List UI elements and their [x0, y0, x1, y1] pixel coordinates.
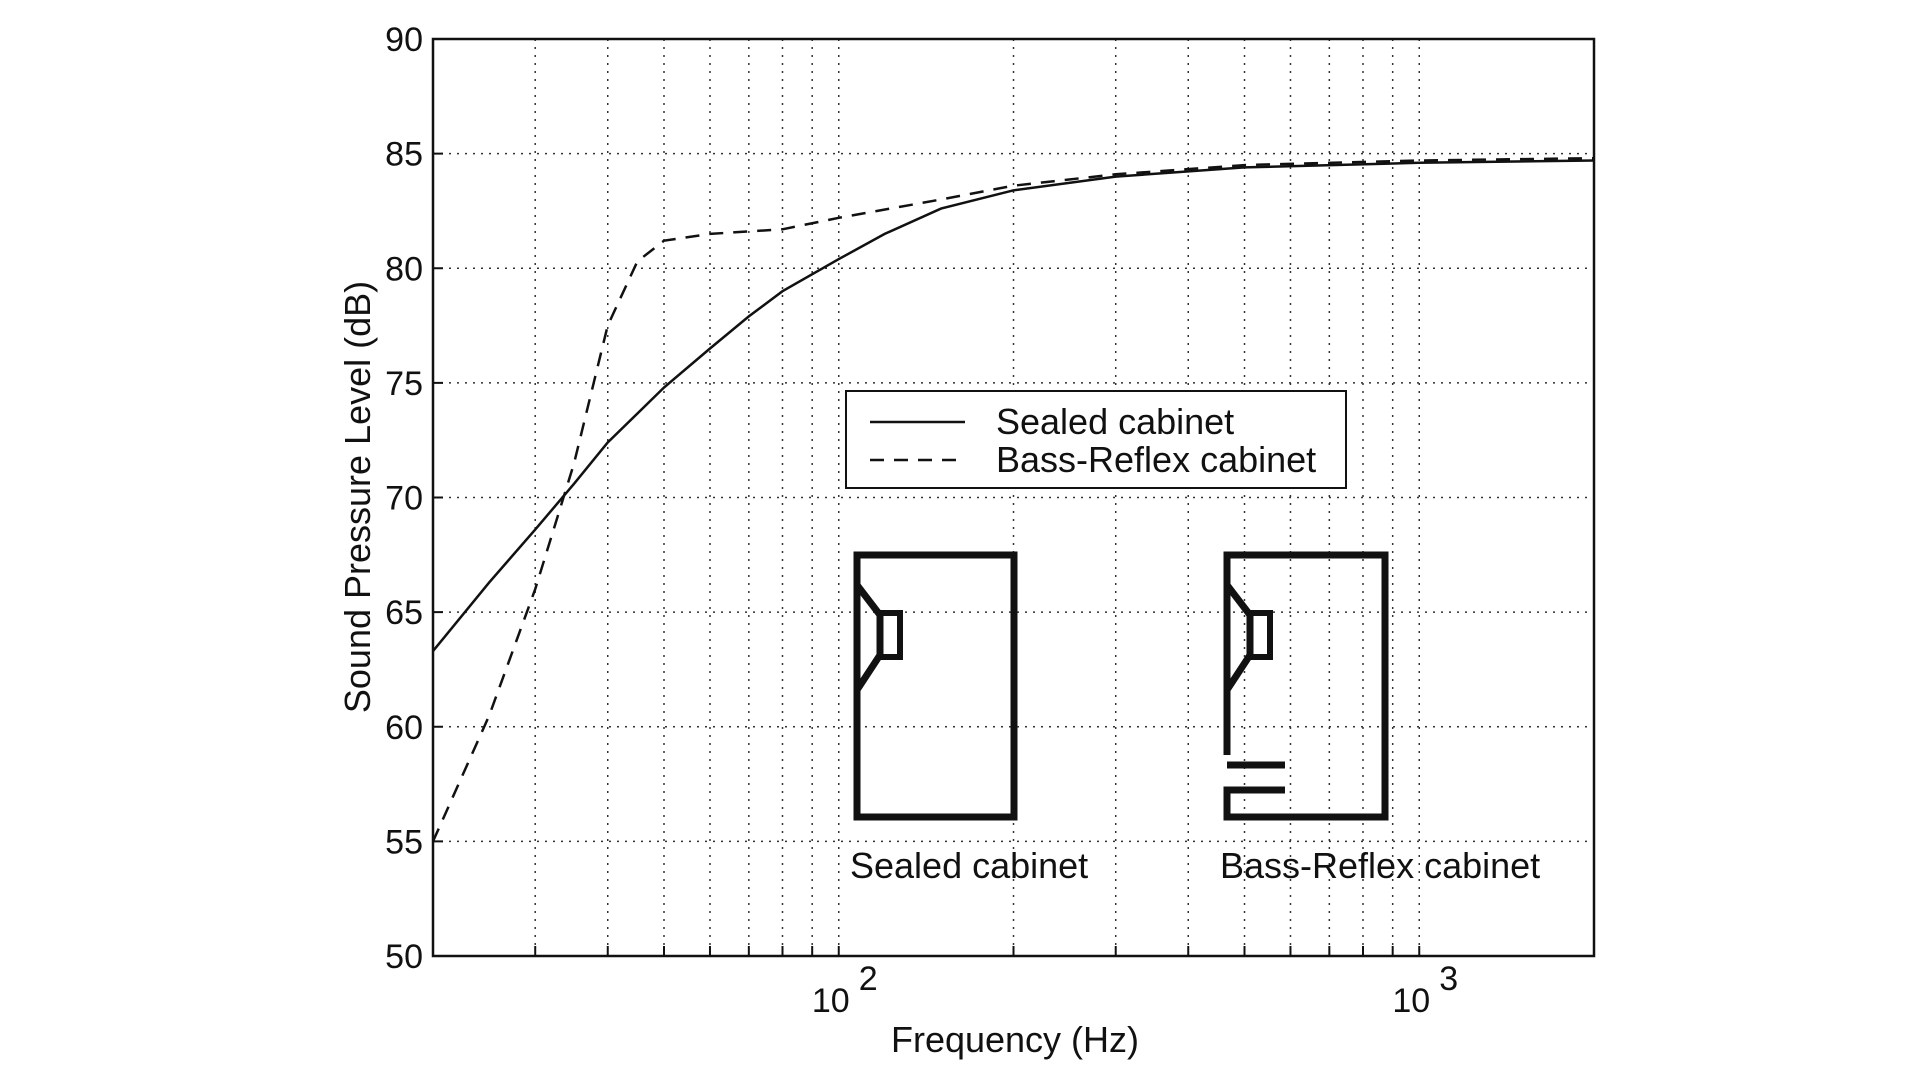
x-tick-label: 10	[1392, 982, 1430, 1020]
y-tick-label: 55	[385, 823, 423, 861]
y-tick-labels: 50 55 60 65 70 75 80 85 90	[385, 21, 423, 976]
y-tick-label: 90	[385, 21, 423, 59]
legend-box	[845, 390, 1347, 489]
y-tick-label: 50	[385, 938, 423, 976]
legend-label-bass-reflex: Bass-Reflex cabinet	[996, 439, 1316, 480]
legend-label-sealed: Sealed cabinet	[996, 401, 1234, 442]
curves	[431, 156, 1595, 842]
plot-frame	[431, 37, 1596, 958]
sealed-cabinet-drawing	[853, 551, 1018, 821]
y-tick-label: 85	[385, 136, 423, 174]
y-tick-label: 70	[385, 480, 423, 518]
sealed-cabinet-caption: Sealed cabinet	[850, 845, 1088, 886]
series-line-sealed	[432, 159, 1595, 652]
series-line-bass-reflex	[431, 156, 1595, 842]
y-tick-label: 60	[385, 709, 423, 747]
legend: Sealed cabinet Bass-Reflex cabinet	[845, 390, 1347, 489]
x-tick-label: 10	[812, 982, 850, 1020]
y-tick-label: 75	[385, 365, 423, 403]
y-tick-label: 80	[385, 250, 423, 288]
y-axis-label: Sound Pressure Level (dB)	[337, 281, 378, 713]
x-axis-label: Frequency (Hz)	[891, 1019, 1139, 1060]
y-tick-label: 65	[385, 594, 423, 632]
bass-reflex-cabinet-caption: Bass-Reflex cabinet	[1220, 845, 1540, 886]
bass-reflex-cabinet-drawing	[1223, 551, 1389, 821]
x-tick-exponent: 2	[859, 960, 878, 998]
x-tick-exponent: 3	[1439, 960, 1458, 998]
